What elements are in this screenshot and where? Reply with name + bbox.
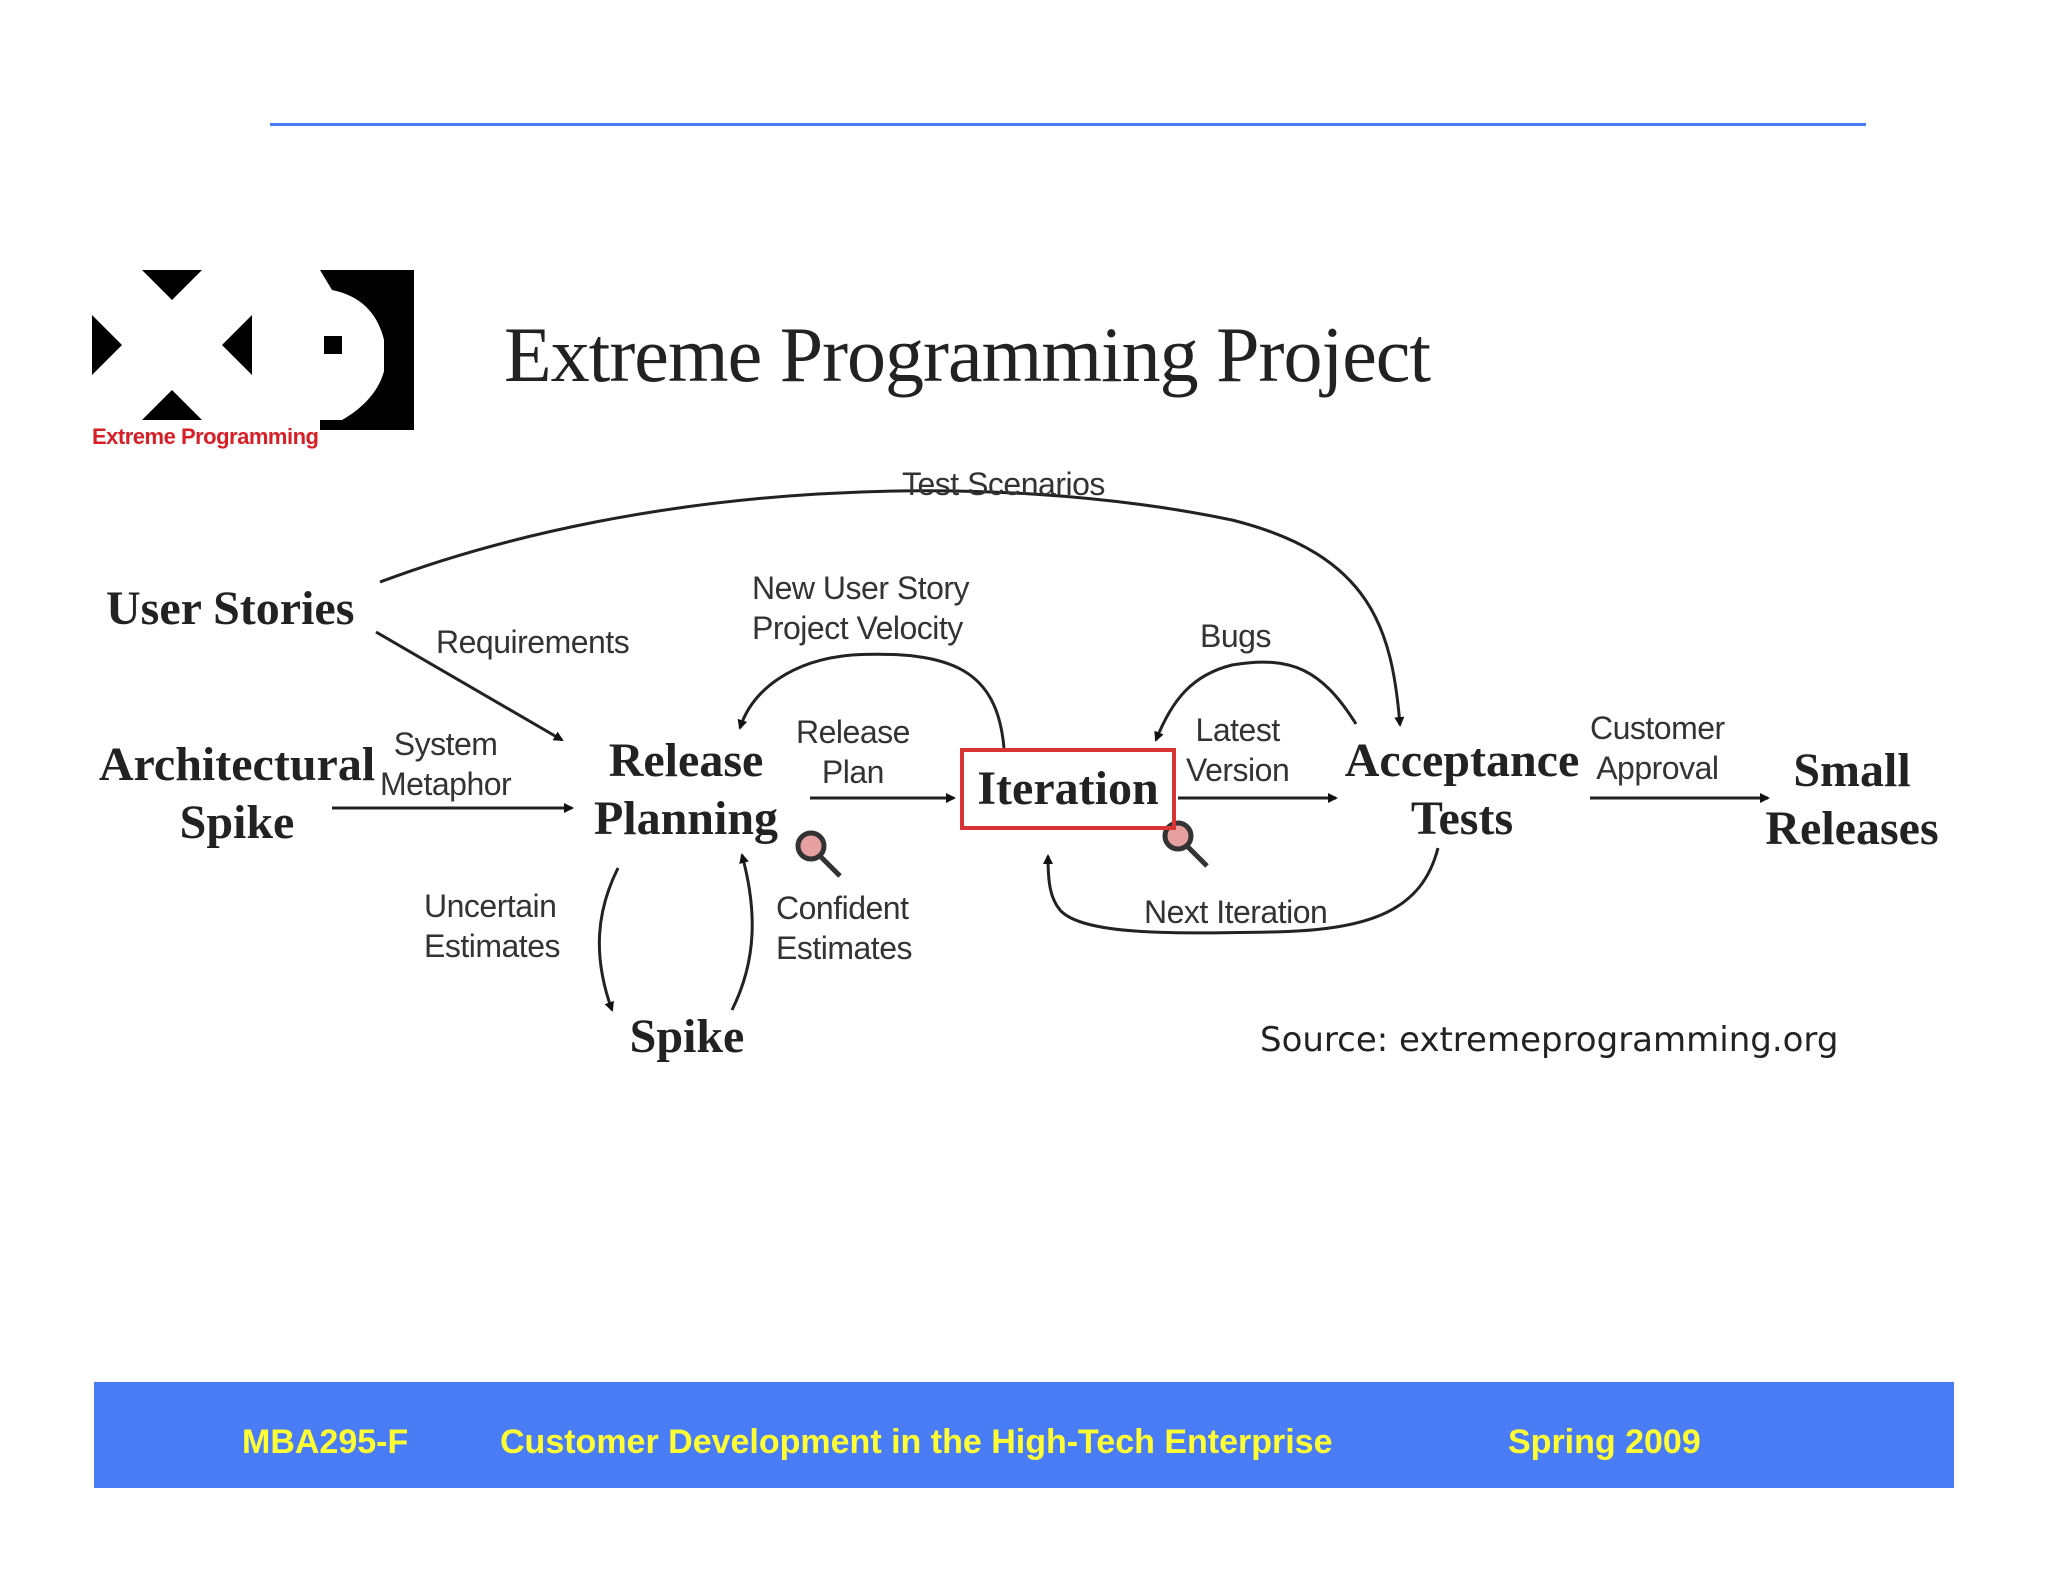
arrow-requirements — [375, 630, 564, 742]
label-system-metaphor: System Metaphor — [380, 726, 512, 802]
xp-logo-mark — [92, 270, 414, 430]
label-new-user-story: New User Story Project Velocity — [752, 570, 970, 646]
footer-term: Spring 2009 — [1508, 1423, 1701, 1461]
iteration-highlight-box — [960, 748, 1176, 830]
footer-course-code: MBA295-F — [242, 1423, 409, 1461]
label-uncertain-estimates: Uncertain Estimates — [424, 888, 560, 964]
node-architectural-spike: Architectural Spike — [98, 738, 376, 849]
logo-caption: Extreme Programming — [92, 424, 319, 449]
node-small-releases: Small Releases — [1765, 744, 1939, 855]
node-iteration: Iteration — [977, 762, 1159, 815]
footer-bar — [94, 1382, 1954, 1488]
label-test-scenarios: Test Scenarios — [902, 466, 1105, 502]
arrow-velocity — [737, 652, 1006, 749]
magnifier-icon — [1162, 820, 1209, 868]
source-credit: Source: extremeprogramming.org — [1260, 1020, 1839, 1060]
label-bugs: Bugs — [1200, 618, 1271, 654]
label-latest-version: Latest Version — [1186, 712, 1290, 788]
footer-course-title: Customer Development in the High-Tech En… — [500, 1423, 1333, 1461]
node-acceptance-tests: Acceptance Tests — [1344, 734, 1580, 845]
arrow-bugs — [1154, 660, 1358, 742]
diagram-arrows — [332, 489, 1770, 1012]
header-rule — [270, 123, 1866, 126]
label-confident-estimates: Confident Estimates — [776, 890, 912, 966]
label-requirements: Requirements — [436, 624, 630, 660]
diagram-title: Extreme Programming Project — [504, 311, 1431, 398]
arrow-next-iteration — [1043, 847, 1440, 935]
arrow-uncertain — [597, 867, 620, 1012]
label-customer-approval: Customer Approval — [1590, 710, 1725, 786]
node-user-stories: User Stories — [106, 582, 355, 635]
label-next-iteration: Next Iteration — [1144, 894, 1328, 930]
node-release-planning: Release Planning — [593, 734, 779, 845]
xp-logo: Extreme Programming — [92, 270, 414, 455]
arrow-confident — [730, 853, 754, 1011]
label-release-plan: Release Plan — [796, 714, 910, 790]
node-spike: Spike — [629, 1010, 745, 1063]
magnifier-icon — [795, 830, 842, 878]
xp-diagram: Extreme Programming Extreme Programming … — [92, 270, 1958, 1100]
arrow-test-scenarios — [379, 489, 1405, 727]
